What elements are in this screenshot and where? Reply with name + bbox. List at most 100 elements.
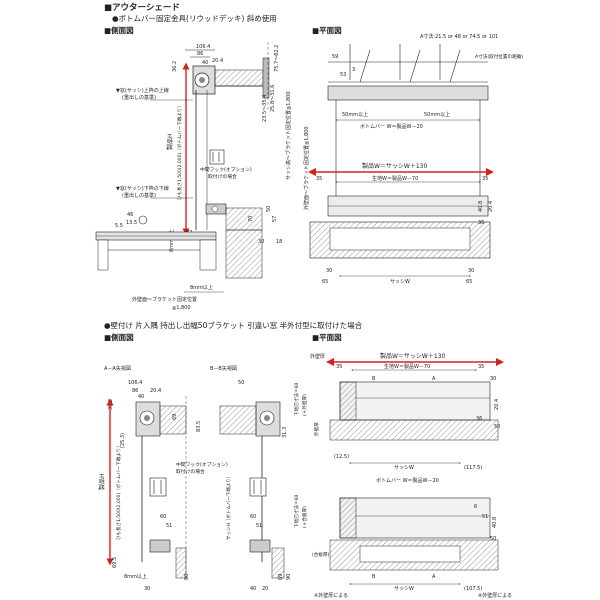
sash-upper-1: ▼窓(サッシ)上枠の上線 xyxy=(116,87,169,94)
bp-dim-36: 36 xyxy=(476,416,482,422)
b-height-label: 製品H xyxy=(98,473,106,490)
bracket xyxy=(214,69,264,87)
dim-30-right: 30 xyxy=(468,268,474,274)
bp-wall-thick: 外壁厚 xyxy=(313,422,320,436)
dim-30-left: 30 xyxy=(326,268,332,274)
dim-40: 40 xyxy=(202,60,208,66)
bb-view-label: B－B矢視図 xyxy=(210,365,237,372)
bp-dim-50b: 50 xyxy=(490,536,496,542)
bp-bottom-bar: ボトムバー W＝製品W－20 xyxy=(376,477,439,484)
b-hook-aa xyxy=(149,477,167,497)
b-dim-40b: 40 xyxy=(250,586,256,592)
dim-204: 20.4 xyxy=(212,58,223,64)
aa-bracket xyxy=(159,405,187,435)
b-dim-50: 50 xyxy=(238,380,244,386)
bp-core-2: 下地芯寸法＝60 xyxy=(293,495,300,528)
dim-235: 23.5～35.4 xyxy=(262,95,268,122)
bp-dim-30: 30 xyxy=(490,376,496,382)
b-dim-8mm: 8mm以上 xyxy=(124,573,147,580)
lower-fitting xyxy=(138,215,148,225)
bottom-plan-view: 外壁厚 製品W＝サッシW＋130 生地W＝製品W－70 35 35 30 20.… xyxy=(293,352,512,599)
bp-dim-35a: 35 xyxy=(336,364,342,370)
sash-plan xyxy=(329,227,471,251)
bp-note: ※外壁厚による xyxy=(314,592,348,599)
dim-57: 57 xyxy=(272,216,278,222)
dim-50: 50 xyxy=(266,206,272,212)
dim-65-left: 65 xyxy=(322,279,328,285)
bp-lower-block xyxy=(339,497,491,539)
bp-core-1: 下地芯寸法＝60 xyxy=(293,383,300,416)
b-dim-40: 40 xyxy=(138,394,144,400)
deck-joist xyxy=(199,239,217,271)
sash-w-label: サッシW xyxy=(390,279,410,285)
dim-362: 36.2 xyxy=(172,61,178,72)
dim-8mm-v: 8mm以上 xyxy=(168,229,175,252)
dim-18: 18 xyxy=(276,239,282,245)
head-box-plan xyxy=(327,85,489,101)
hook-label-1: 中間フック(オプション) xyxy=(200,166,252,173)
dim-50-left: 50mm以上 xyxy=(342,111,368,118)
dim-757: 75.7～82.2 xyxy=(274,45,280,72)
b-dim-90: 90 xyxy=(286,574,292,580)
b-dim-60: 60 xyxy=(160,514,166,520)
bp-dim-6: 6 xyxy=(474,504,477,510)
b-sash-label: サッシH〔ボトムバー下端より〕 xyxy=(225,474,232,540)
b-dim-313: 31.3 xyxy=(282,427,288,438)
hook-label-2: 取付けの場合 xyxy=(208,173,237,180)
bottom-side-title: ■側面図 xyxy=(104,333,134,342)
top-note: ●ボトムバー固定金具(リウッドデッキ) 斜め使用 xyxy=(112,14,277,23)
bp-wall-label: 外壁厚 xyxy=(310,353,325,360)
bp-plywood: (合板厚) xyxy=(312,551,330,558)
sash-frame xyxy=(225,207,263,231)
dim-35-left: 35 xyxy=(316,176,322,182)
bp-sash-label: サッシW xyxy=(394,465,414,471)
dim-35-right: 35 xyxy=(482,176,488,182)
b-hook-bb xyxy=(249,477,267,497)
roller-core xyxy=(199,77,205,83)
b-hook-label-1: 中間フック(オプション) xyxy=(176,461,228,468)
dim-8mm: 8mm以上 xyxy=(190,284,213,291)
b-dim-106: 106.4 xyxy=(128,380,142,386)
bottom-note: ●壁付け 片入隅 持出し出幅50ブラケット 引違い窓 半外付型に取付けた場合 xyxy=(104,321,363,330)
top-plan-title: ■平面図 xyxy=(312,26,342,35)
sash-lower-1: ▼窓(サッシ)下枠の下線 xyxy=(116,185,169,192)
bp-dim-1175: (117.5) xyxy=(464,465,482,471)
b-dim-60-b: 60 xyxy=(250,514,256,520)
pull-label: ひも長さ1,500(2,000)〔ボトムバー下端より〕 xyxy=(176,103,183,200)
sash-lower-2: (重出しの基準) xyxy=(122,192,156,199)
bp-dim-35b: 35 xyxy=(478,364,484,370)
dim-50-right: 50mm以上 xyxy=(424,111,450,118)
dim-258: 25.8～31.6 xyxy=(270,85,276,112)
dim-59: 59 xyxy=(332,54,338,60)
plan-vertical-note: 外壁面～ブラケット固定位置≦1,800 xyxy=(303,126,310,210)
b-bottom-bar-bb xyxy=(249,539,271,553)
bp-cloth-label: 生地W＝製品W－70 xyxy=(384,363,430,370)
b-dim-80: 80 xyxy=(184,574,190,580)
bp-lbl-b: B xyxy=(372,376,376,382)
dim-204: 20.4 xyxy=(488,201,494,212)
bp-sash xyxy=(359,545,461,563)
b-bottom-bar-aa xyxy=(149,539,171,553)
bb-bracket xyxy=(219,405,257,435)
aa-view-label: A－A矢視図 xyxy=(104,365,131,372)
b-dim-204: 20.4 xyxy=(150,388,161,394)
wall-base xyxy=(225,229,263,279)
wall-gap-label: 外壁面～ブラケット固定位置 xyxy=(132,296,197,303)
b-dim-69b: 69 xyxy=(278,574,284,580)
b-pull-label: ひも長さ1,500(2,000)〔ボトムバー下端より〕 xyxy=(115,443,122,540)
bottom-plan-title: ■平面図 xyxy=(312,333,342,342)
bp-dim-1075: (107.5) xyxy=(464,586,482,592)
deck-post xyxy=(97,239,109,271)
bp-core-2b: (＋合板厚) xyxy=(301,506,308,528)
a-dimension: A寸法:21.5 or 48 or 74.5 or 101 xyxy=(420,33,498,40)
dim-408: 40.8 xyxy=(478,201,484,212)
top-side-title: ■側面図 xyxy=(104,26,134,35)
b-dim-30: 30 xyxy=(144,586,150,592)
bp-lbl-a2: A xyxy=(432,574,436,580)
vertical-wall-note: サッシ高～ブラケット固定位置≦1,800 xyxy=(285,91,292,180)
bottom-bar-label: ボトムバー W＝製品W－20 xyxy=(360,123,423,130)
bp-lbl-a: A xyxy=(432,376,436,382)
bp-dim-51: 51 xyxy=(482,514,488,520)
